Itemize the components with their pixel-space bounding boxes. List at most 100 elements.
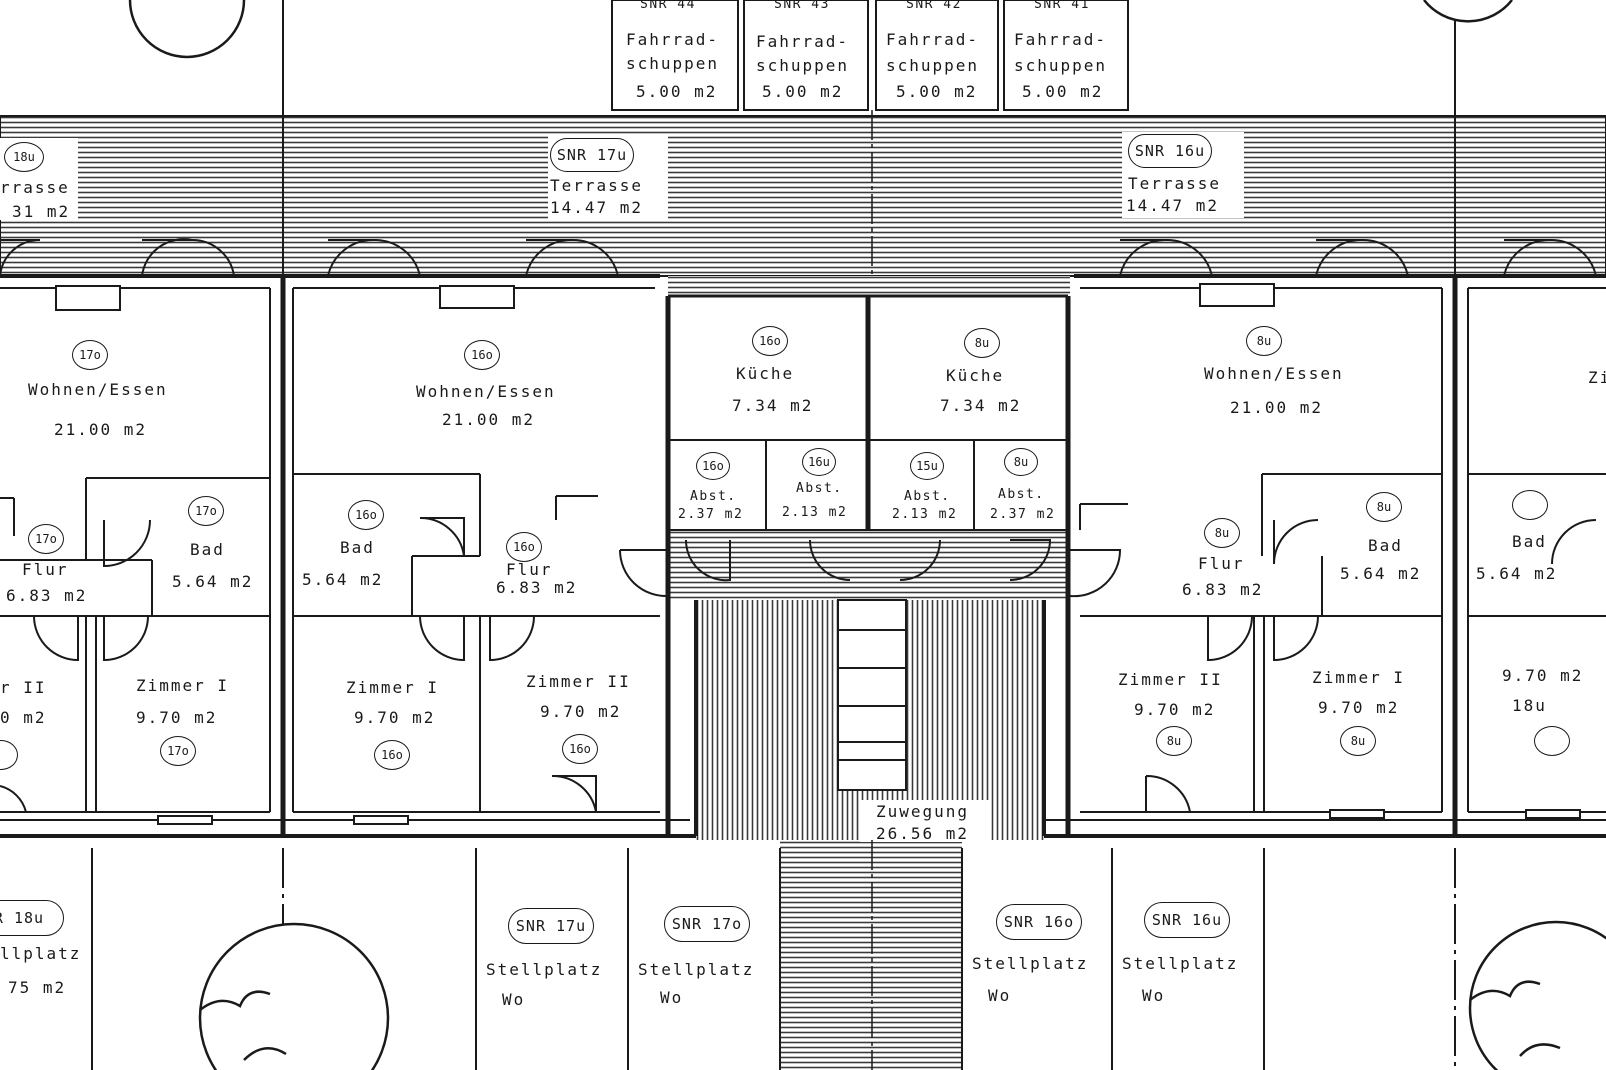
shed-42-area: 5.00 m2: [896, 82, 978, 101]
storage-17o-badge: 16u: [802, 448, 836, 476]
terrace-16u-name: Terrasse: [1128, 174, 1222, 193]
storage-16u-badge: 8u: [1004, 448, 1038, 476]
trees: [128, 0, 1606, 1070]
unit-15u-room1-badge: [1534, 726, 1570, 756]
parking-17u: Stellplatz: [486, 960, 603, 979]
terrace-16u-area: 14.47 m2: [1126, 196, 1220, 215]
terrace-band: [0, 115, 1606, 277]
unit-17u-bath-badge: 16o: [348, 500, 384, 530]
unit-16u-hall-area: 6.83 m2: [1182, 580, 1264, 599]
unit-16u-bath: Bad: [1368, 536, 1403, 555]
parking-16u: Stellplatz: [1122, 954, 1239, 973]
unit-16u-room2-area: 9.70 m2: [1134, 700, 1216, 719]
unit-18u-room1-badge: 17o: [160, 736, 196, 766]
unit-16u-room2: Zimmer II: [1118, 670, 1223, 689]
access-path-area: 26.56 m2: [876, 824, 970, 843]
parking-16o-area: Wo: [988, 986, 1012, 1005]
unit-15u-room1-area: 18u: [1512, 696, 1547, 715]
unit-18u-hall-badge: 17o: [28, 524, 64, 554]
shed-41-area: 5.00 m2: [1022, 82, 1104, 101]
shed-41-label-1: Fahrrad-: [1014, 30, 1108, 49]
shed-44-area: 5.00 m2: [636, 82, 718, 101]
terrace-16u-badge: SNR 16u: [1128, 134, 1212, 168]
parking-17o-area: Wo: [660, 988, 684, 1007]
kitchen-16u-area: 7.34 m2: [940, 396, 1022, 415]
storage-17u-a: Abst.: [690, 489, 737, 504]
storage-16o: Abst.: [904, 489, 951, 504]
unit-18u-living-area: 21.00 m2: [54, 420, 148, 439]
parking-16o: Stellplatz: [972, 954, 1089, 973]
parking-path-hatch: [780, 840, 962, 1070]
doors: [0, 238, 1597, 813]
unit-16u-living: Wohnen/Essen: [1204, 364, 1344, 383]
shed-41-label-2: schuppen: [1014, 56, 1108, 75]
kitchen-17u-badge: 16o: [752, 326, 788, 356]
parking-17o: Stellplatz: [638, 960, 755, 979]
kitchen-17u: Küche: [736, 364, 795, 383]
unit-16u-bath-area: 5.64 m2: [1340, 564, 1422, 583]
unit-16u-room1-area: 9.70 m2: [1318, 698, 1400, 717]
unit-18u-room2-area: 0 m2: [0, 708, 47, 727]
shed-42-label-1: Fahrrad-: [886, 30, 980, 49]
unit-17u-living: Wohnen/Essen: [416, 382, 556, 401]
unit-15u-bath-area: 5.64 m2: [1476, 564, 1558, 583]
unit-15u-room1: 9.70 m2: [1502, 666, 1584, 685]
unit-15u-bath: Bad: [1512, 532, 1547, 551]
unit-18u-bath-badge: 17o: [188, 496, 224, 526]
storage-16o-badge: 15u: [910, 452, 944, 480]
unit-16u-room1-badge: 8u: [1340, 726, 1376, 756]
unit-16u-living-badge: 8u: [1246, 326, 1282, 356]
terrace-18u-area: 31 m2: [12, 202, 71, 221]
shed-42-id: SNR 42: [906, 0, 962, 12]
unit-18u-hall: Flur: [22, 560, 69, 579]
stair: [837, 599, 907, 791]
shed-43-id: SNR 43: [774, 0, 830, 12]
unit-18u-living-badge: 17o: [72, 340, 108, 370]
parking-17u-area: Wo: [502, 990, 526, 1009]
storage-16u: Abst.: [998, 487, 1045, 502]
unit-17u-living-badge: 16o: [464, 340, 500, 370]
unit-16u-living-area: 21.00 m2: [1230, 398, 1324, 417]
storage-17u-a-badge: 16o: [696, 452, 730, 480]
unit-16u-room2-badge: 8u: [1156, 726, 1192, 756]
unit-16u-room1: Zimmer I: [1312, 668, 1406, 687]
terrace-17u-area: 14.47 m2: [550, 198, 644, 217]
unit-17u-room2: Zimmer II: [526, 672, 631, 691]
parking-17u-badge: SNR 17u: [508, 908, 594, 944]
terrace-18u-name: rrasse: [0, 178, 70, 197]
unit-16u-bath-badge: 8u: [1366, 492, 1402, 522]
windows: [55, 283, 1581, 825]
unit-17u-room1-area: 9.70 m2: [354, 708, 436, 727]
unit-18u-living: Wohnen/Essen: [28, 380, 168, 399]
unit-17u-bath: Bad: [340, 538, 375, 557]
unit-15u-bath-badge: [1512, 490, 1548, 520]
unit-17u-hall: Flur: [506, 560, 553, 579]
access-path: Zuwegung: [876, 802, 970, 821]
entry-hatch: [668, 530, 1070, 600]
bike-sheds: [611, 0, 1129, 111]
unit-18u-room1-area: 9.70 m2: [136, 708, 218, 727]
unit-18u-bath: Bad: [190, 540, 225, 559]
shed-41-id: SNR 41: [1034, 0, 1090, 12]
unit-17u-hall-area: 6.83 m2: [496, 578, 578, 597]
parking-18u-area: 75 m2: [8, 978, 67, 997]
unit-17u-bath-area: 5.64 m2: [302, 570, 384, 589]
parking-18u-badge: R 18u: [0, 900, 64, 936]
unit-17u-room1-badge: 16o: [374, 740, 410, 770]
unit-18u-room1: Zimmer I: [136, 676, 230, 695]
unit-17u-room2-area: 9.70 m2: [540, 702, 622, 721]
unit-18u-hall-area: 6.83 m2: [6, 586, 88, 605]
storage-17o: Abst.: [796, 481, 843, 496]
kitchen-16u-badge: 8u: [964, 328, 1000, 358]
shed-42-label-2: schuppen: [886, 56, 980, 75]
storage-16o-area: 2.13 m2: [892, 507, 958, 522]
shed-43-label-1: Fahrrad-: [756, 32, 850, 51]
unit-17u-room1: Zimmer I: [346, 678, 440, 697]
kitchen-16u: Küche: [946, 366, 1005, 385]
shed-44-label-1: Fahrrad-: [626, 30, 720, 49]
unit-17u-hall-badge: 16o: [506, 532, 542, 562]
kitchen-17u-area: 7.34 m2: [732, 396, 814, 415]
storage-16u-area: 2.37 m2: [990, 507, 1056, 522]
